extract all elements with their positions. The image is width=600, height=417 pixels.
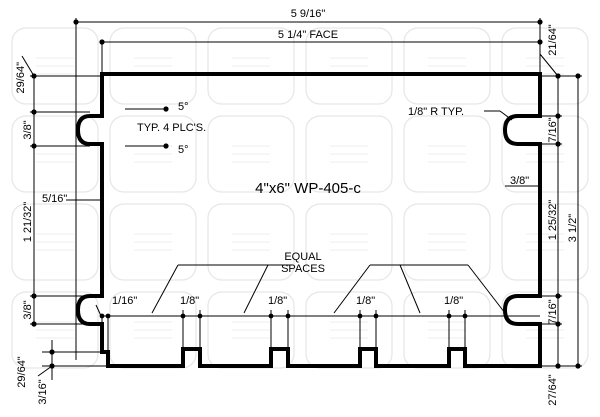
watermark-tile bbox=[207, 115, 295, 193]
watermark-tile bbox=[403, 203, 491, 281]
watermark-tile bbox=[207, 203, 295, 281]
watermark-tile bbox=[403, 27, 491, 105]
dimension-dots bbox=[31, 19, 581, 369]
right-notch-lower-label: 7/16" bbox=[547, 299, 559, 324]
slot-width-label: 1/8" bbox=[444, 295, 463, 307]
angle-top-label: 5° bbox=[178, 101, 189, 113]
watermark-tile bbox=[109, 203, 197, 281]
watermark-tile bbox=[109, 115, 197, 193]
watermark-tile bbox=[207, 27, 295, 105]
slot-first-label: 1/16" bbox=[112, 295, 137, 307]
part-outline bbox=[75, 72, 542, 368]
watermark-tile bbox=[403, 115, 491, 193]
watermark-tiles bbox=[11, 27, 589, 369]
slot-width-label: 1/8" bbox=[268, 295, 287, 307]
watermark-tile bbox=[11, 291, 99, 369]
right-total-height-label: 3 1/2" bbox=[567, 214, 579, 242]
left-notch-depth-label: 5/16" bbox=[42, 193, 67, 205]
bottom-left-offset-label: 29/64" bbox=[16, 356, 28, 388]
watermark-tile bbox=[501, 27, 589, 105]
right-top-offset-label: 21/64" bbox=[547, 24, 559, 56]
part-label: 4"x6" WP-405-c bbox=[255, 180, 361, 197]
watermark-tile bbox=[11, 203, 99, 281]
watermark-tile bbox=[305, 203, 393, 281]
watermark-tile bbox=[501, 291, 589, 369]
watermark-tile bbox=[305, 115, 393, 193]
watermark-tile bbox=[11, 27, 99, 105]
right-span-label: 1 25/32" bbox=[547, 200, 559, 241]
equal-spaces-label: SPACES bbox=[281, 263, 325, 275]
left-notch-lower-label: 3/8" bbox=[22, 300, 34, 319]
left-span-label: 1 21/32" bbox=[22, 202, 34, 243]
angle-bottom-label: 5° bbox=[178, 144, 189, 156]
slot-width-label: 1/8" bbox=[180, 295, 199, 307]
watermark-tile bbox=[501, 203, 589, 281]
left-top-offset-label: 29/64" bbox=[15, 62, 27, 94]
equal-spaces-label: EQUAL bbox=[284, 251, 321, 263]
watermark-tile bbox=[305, 27, 393, 105]
right-notch-depth-label: 3/8" bbox=[510, 175, 529, 187]
bottom-right-offset-label: 27/64" bbox=[547, 374, 559, 406]
watermark-tile bbox=[109, 27, 197, 105]
bottom-left-extra-label: 3/16" bbox=[37, 379, 49, 404]
left-notch-upper-label: 3/8" bbox=[22, 120, 34, 139]
slot-width-label: 1/8" bbox=[356, 295, 375, 307]
face-width-label: 5 1/4" FACE bbox=[278, 29, 338, 41]
right-notch-upper-label: 7/16" bbox=[547, 117, 559, 142]
overall-width-label: 5 9/16" bbox=[291, 8, 326, 20]
typ-places-label: TYP. 4 PLC'S. bbox=[137, 122, 206, 134]
watermark-tile bbox=[11, 115, 99, 193]
radius-note-label: 1/8" R TYP. bbox=[408, 106, 464, 118]
